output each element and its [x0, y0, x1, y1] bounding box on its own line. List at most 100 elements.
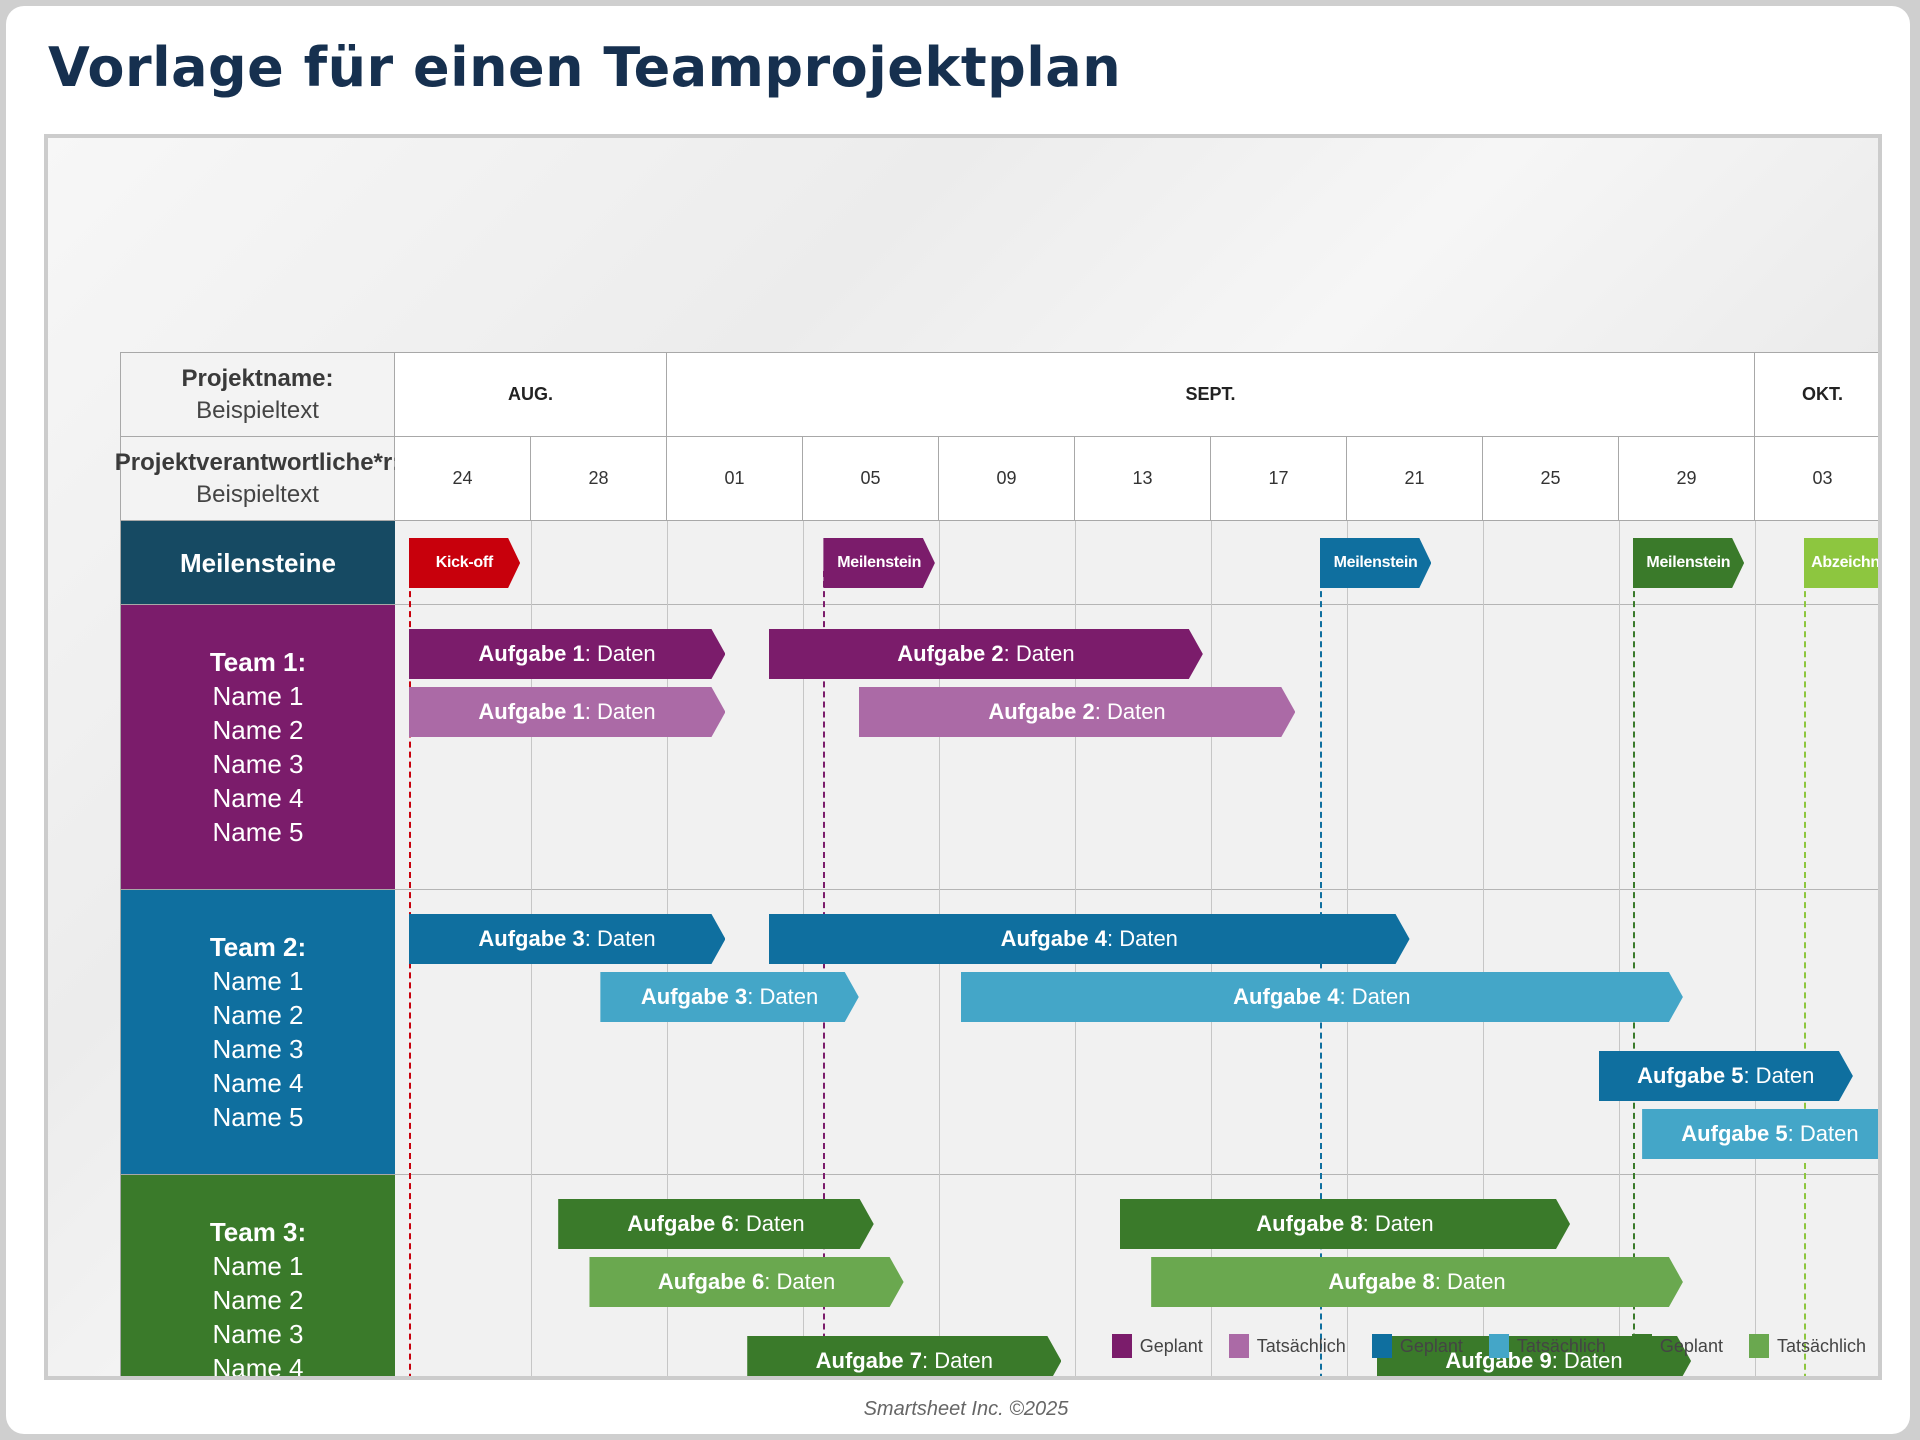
legend-item: Tatsächlich	[1488, 1334, 1606, 1358]
legend-label: Tatsächlich	[1256, 1335, 1346, 1356]
milestone-marker[interactable]: Kick-off	[409, 538, 521, 588]
task-bar-planned[interactable]: Aufgabe 4: Daten	[769, 914, 1410, 964]
legend-label: Geplant	[1399, 1335, 1463, 1356]
milestones-row-label: Meilensteine	[121, 521, 395, 605]
project-name-label: Projektname:	[181, 364, 334, 392]
task-name: Aufgabe 4	[1000, 926, 1107, 951]
task-dates: : Daten	[1434, 1269, 1506, 1294]
column-divider	[1619, 521, 1620, 1376]
task-bar-actual[interactable]: Aufgabe 5: Daten	[1642, 1109, 1882, 1159]
task-bar-actual[interactable]: Aufgabe 2: Daten	[859, 687, 1296, 737]
legend-label: Tatsächlich	[1776, 1335, 1866, 1356]
team-2-member: Name 1	[212, 966, 304, 996]
team-1-title: Team 1:	[209, 647, 307, 677]
task-dates: : Daten	[1551, 1348, 1623, 1373]
team-1-member: Name 2	[212, 715, 304, 745]
task-dates: : Daten	[733, 1211, 805, 1236]
task-dates: : Daten	[922, 1348, 993, 1373]
milestone-marker[interactable]: Meilenstein	[823, 538, 935, 588]
legend-swatch	[1748, 1334, 1769, 1358]
task-name: Aufgabe 6	[627, 1211, 734, 1236]
task-bar-planned[interactable]: Aufgabe 2: Daten	[769, 629, 1203, 679]
task-dates: : Daten	[1339, 984, 1411, 1009]
legend-item: Geplant	[1371, 1334, 1463, 1358]
task-name: Aufgabe 1	[478, 641, 585, 666]
day-header: 01	[667, 437, 803, 521]
task-bar-actual[interactable]: Aufgabe 1: Daten	[409, 687, 726, 737]
task-dates: : Daten	[584, 641, 656, 666]
legend-label: Tatsächlich	[1516, 1335, 1606, 1356]
project-owner-cell: Projektverantwortliche*r: Beispieltext	[115, 437, 400, 521]
team-1-member: Name 1	[212, 681, 304, 711]
day-header: 25	[1483, 437, 1619, 521]
team-3-title: Team 3:	[209, 1217, 307, 1247]
team-2-member: Name 5	[212, 1102, 304, 1132]
team-2-label: Team 2: Name 1 Name 2 Name 3 Name 4 Name 5	[121, 890, 395, 1175]
milestone-line	[408, 571, 411, 1376]
task-dates: : Daten	[584, 699, 656, 724]
project-name-value[interactable]: Beispieltext	[196, 396, 319, 424]
team-1-member: Name 3	[212, 749, 304, 779]
task-bar-actual[interactable]: Aufgabe 8: Daten	[1151, 1257, 1683, 1307]
team-3-member: Name 1	[212, 1251, 304, 1281]
task-bar-planned[interactable]: Aufgabe 5: Daten	[1599, 1051, 1853, 1101]
task-bar-planned[interactable]: Aufgabe 3: Daten	[409, 914, 726, 964]
team-3-member: Name 3	[212, 1319, 304, 1349]
legend-swatch	[1488, 1334, 1509, 1358]
task-bar-planned[interactable]: Aufgabe 1: Daten	[409, 629, 726, 679]
task-name: Aufgabe 2	[988, 699, 1095, 724]
legend-item: Geplant	[1111, 1334, 1203, 1358]
task-dates: : Daten	[747, 984, 819, 1009]
gantt-panel: Projektname: Beispieltext Projektverantw…	[44, 134, 1882, 1380]
legend-item: Tatsächlich	[1228, 1334, 1346, 1358]
milestones-row-bg	[395, 521, 1878, 605]
team-3-member: Name 4	[212, 1353, 304, 1380]
project-owner-value[interactable]: Beispieltext	[196, 480, 319, 508]
task-dates: : Daten	[764, 1269, 836, 1294]
project-owner-label: Projektverantwortliche*r:	[114, 448, 401, 476]
legend-label: Geplant	[1139, 1335, 1203, 1356]
column-divider	[1755, 521, 1756, 1376]
task-dates: : Daten	[584, 926, 656, 951]
milestone-marker[interactable]: Meilenstein	[1633, 538, 1745, 588]
task-bar-actual[interactable]: Aufgabe 4: Daten	[961, 972, 1683, 1022]
milestone-marker[interactable]: Meilenstein	[1320, 538, 1432, 588]
day-header: 03	[1755, 437, 1878, 521]
task-dates: : Daten	[1787, 1121, 1859, 1146]
milestone-marker[interactable]: Abzeichnung	[1804, 538, 1882, 588]
gantt-grid: Projektname: Beispieltext Projektverantw…	[115, 352, 1882, 1380]
legend-label: Geplant	[1659, 1335, 1723, 1356]
task-name: Aufgabe 3	[478, 926, 585, 951]
column-divider	[1483, 521, 1484, 1376]
day-header: 28	[531, 437, 667, 521]
team-2-member: Name 4	[212, 1068, 304, 1098]
task-bar-actual[interactable]: Aufgabe 6: Daten	[589, 1257, 903, 1307]
day-header: 13	[1075, 437, 1211, 521]
task-bar-planned[interactable]: Aufgabe 7: Daten	[747, 1336, 1061, 1380]
team-2-member: Name 2	[212, 1000, 304, 1030]
task-name: Aufgabe 8	[1256, 1211, 1363, 1236]
task-name: Aufgabe 7	[815, 1348, 923, 1373]
day-header: 29	[1619, 437, 1755, 521]
legend-swatch	[1631, 1334, 1652, 1358]
page-title: Vorlage für einen Teamprojektplan	[48, 36, 1122, 99]
task-name: Aufgabe 8	[1328, 1269, 1435, 1294]
team-2-member: Name 3	[212, 1034, 304, 1064]
team-2-title: Team 2:	[209, 932, 307, 962]
page-frame: Vorlage für einen Teamprojektplan Projek…	[6, 6, 1910, 1434]
task-name: Aufgabe 4	[1233, 984, 1340, 1009]
task-bar-planned[interactable]: Aufgabe 8: Daten	[1120, 1199, 1570, 1249]
day-header: 05	[803, 437, 939, 521]
task-dates: : Daten	[1003, 641, 1075, 666]
task-name: Aufgabe 5	[1637, 1063, 1744, 1088]
task-bar-actual[interactable]: Aufgabe 3: Daten	[600, 972, 858, 1022]
task-bar-planned[interactable]: Aufgabe 6: Daten	[558, 1199, 874, 1249]
task-name: Aufgabe 5	[1681, 1121, 1788, 1146]
task-dates: : Daten	[1094, 699, 1166, 724]
legend-swatch	[1228, 1334, 1249, 1358]
project-name-cell: Projektname: Beispieltext	[121, 353, 395, 437]
month-header: OKT.	[1755, 353, 1878, 437]
task-name: Aufgabe 6	[657, 1269, 765, 1294]
